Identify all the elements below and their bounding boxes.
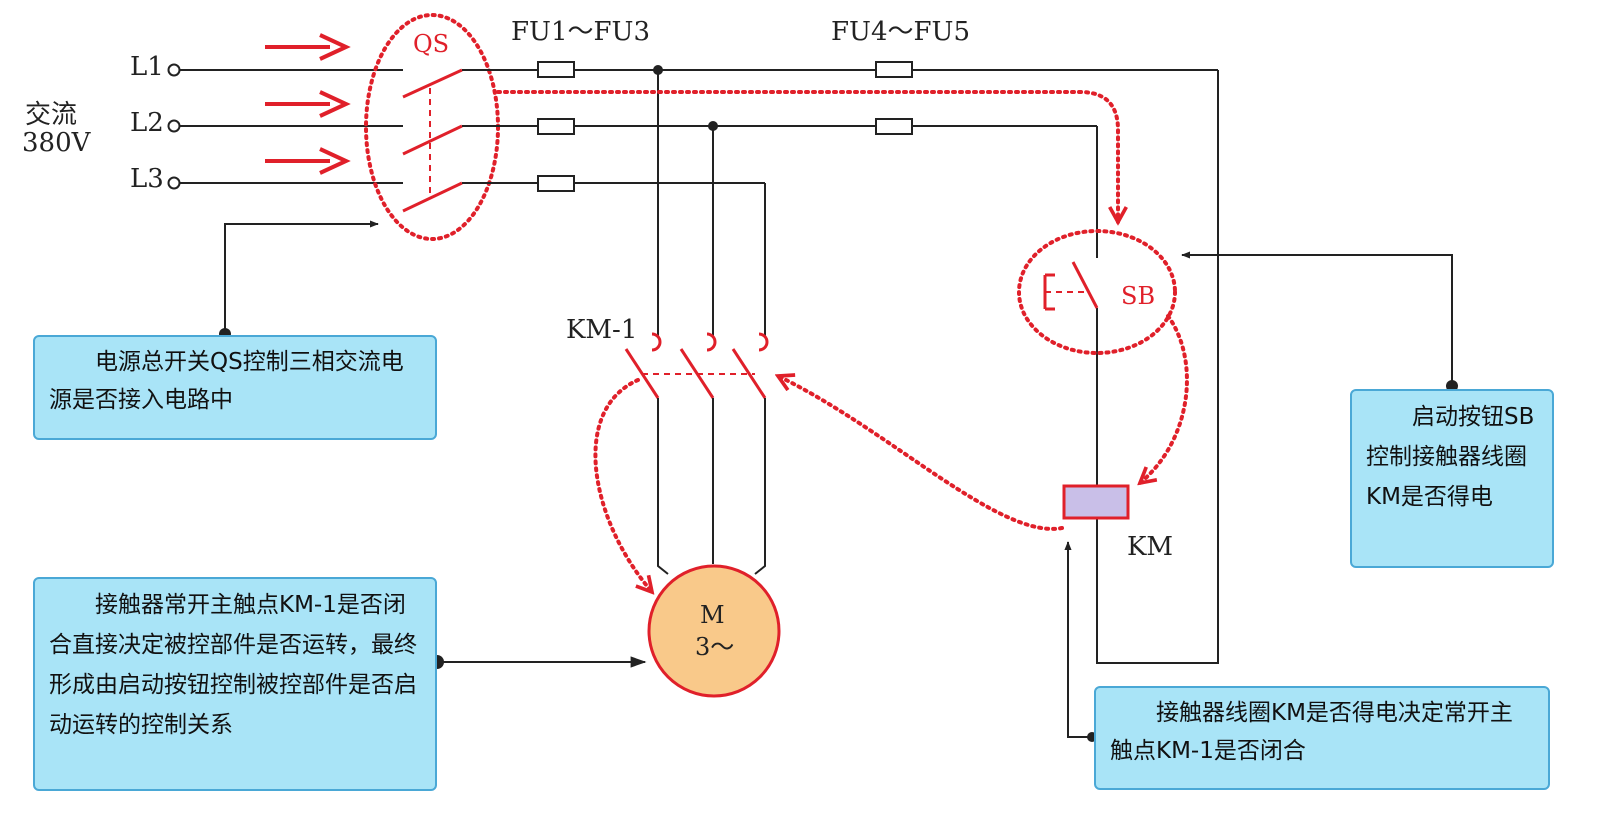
km-coil-label: KM xyxy=(1127,532,1173,562)
motor-feed-wires xyxy=(657,398,766,575)
qs-switch xyxy=(402,68,463,213)
km1-label: KM-1 xyxy=(566,315,637,345)
note-km1: 接触器常开主触点KM-1是否闭合直接决定被控部件是否运转，最终形成由启动按钮控制… xyxy=(33,577,437,791)
sb-highlight-ring xyxy=(1017,229,1177,355)
flow-arrow-km1-to-motor xyxy=(593,378,652,592)
motor-label-phase: 3～ xyxy=(695,633,734,661)
flow-arrow-sb-to-coil xyxy=(1140,314,1189,483)
fuses-control-label: FU4～FU5 xyxy=(831,17,970,47)
motor xyxy=(647,564,781,698)
pointer-km1 xyxy=(430,655,647,669)
sb-start-button xyxy=(1043,261,1099,311)
terminal-l3 xyxy=(167,176,181,190)
note-qs: 电源总开关QS控制三相交流电源是否接入电路中 xyxy=(33,335,437,440)
phase-label-l2: L2 xyxy=(130,108,164,138)
fuse-group-control xyxy=(875,61,913,135)
sb-label: SB xyxy=(1121,282,1155,310)
note-km: 接触器线圈KM是否得电决定常开主触点KM-1是否闭合 xyxy=(1094,686,1550,790)
power-input-arrows xyxy=(265,33,351,175)
source-caption: 交流 xyxy=(25,100,77,130)
source-voltage: 380V xyxy=(22,128,92,158)
terminal-l1 xyxy=(167,63,181,77)
phase-label-l1: L1 xyxy=(130,52,164,82)
phase-label-l3: L3 xyxy=(130,164,164,194)
pointer-km xyxy=(1064,541,1097,742)
main-wires xyxy=(462,65,1219,664)
fuse-group-main xyxy=(537,61,575,192)
note-sb: 启动按钮SB控制接触器线圈KM是否得电 xyxy=(1350,389,1554,568)
km1-main-contacts xyxy=(624,332,769,399)
flow-arrow-qs-to-sb xyxy=(496,90,1118,222)
pointer-qs xyxy=(219,220,379,340)
fuses-main-label: FU1～FU3 xyxy=(511,17,650,47)
qs-label: QS xyxy=(413,30,449,58)
flow-arrow-coil-to-km1 xyxy=(778,376,1064,531)
pointer-sb xyxy=(1181,251,1458,392)
km-coil xyxy=(1062,484,1130,520)
motor-label-m: M xyxy=(700,601,725,629)
terminal-l2 xyxy=(167,119,181,133)
